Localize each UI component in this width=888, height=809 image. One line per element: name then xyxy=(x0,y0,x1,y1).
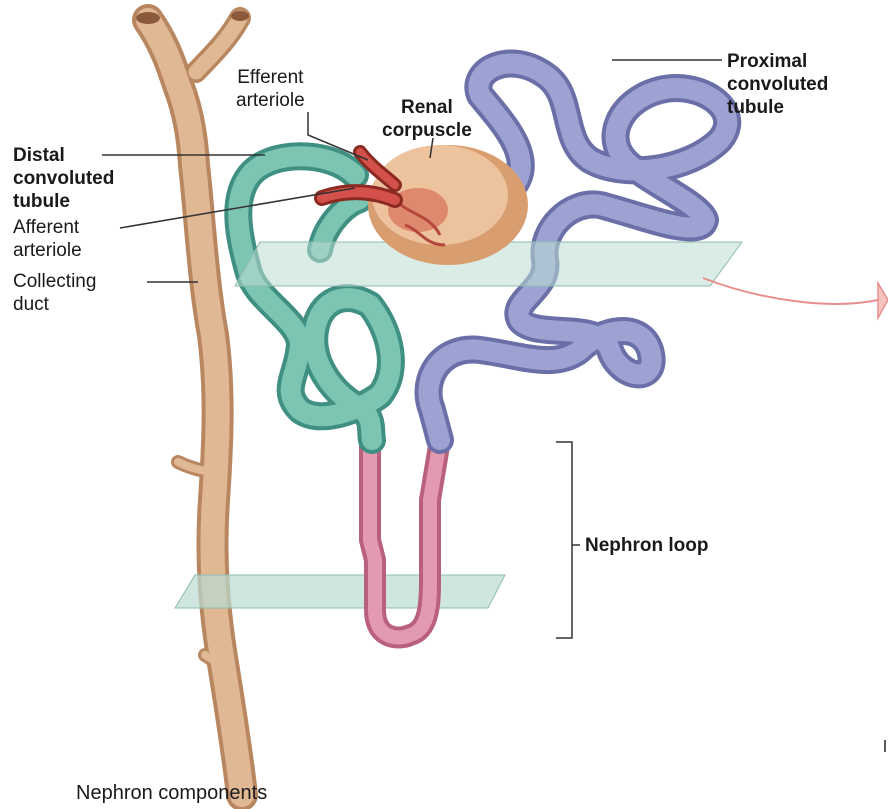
renal-corpuscle-label: Renal corpuscle xyxy=(382,96,472,142)
proximal-line-2: convoluted xyxy=(727,73,828,96)
efferent-arteriole-label: Efferent arteriole xyxy=(236,66,305,112)
section-plane-lower xyxy=(175,575,505,608)
collecting-duct xyxy=(136,11,249,795)
afferent-arteriole-label: Afferent arteriole xyxy=(13,216,82,262)
efferent-arteriole-line-2: arteriole xyxy=(236,89,305,112)
afferent-line-1: Afferent xyxy=(13,216,82,239)
distal-line-3: tubule xyxy=(13,190,114,213)
afferent-line-2: arteriole xyxy=(13,239,82,262)
distal-line-2: convoluted xyxy=(13,167,114,190)
renal-corpuscle-line-2: corpuscle xyxy=(382,119,472,142)
proximal-line-3: tubule xyxy=(727,96,828,119)
nephron-loop-text: Nephron loop xyxy=(585,534,708,557)
collecting-line-2: duct xyxy=(13,293,96,316)
nephron-loop-label: Nephron loop xyxy=(585,534,708,557)
proximal-convoluted-tubule-label: Proximal convoluted tubule xyxy=(727,50,828,119)
renal-corpuscle-line-1: Renal xyxy=(382,96,472,119)
proximal-line-1: Proximal xyxy=(727,50,828,73)
section-pointer-arrow xyxy=(703,278,878,304)
efferent-arteriole-line-1: Efferent xyxy=(236,66,305,89)
collecting-duct-label: Collecting duct xyxy=(13,270,96,316)
collecting-line-1: Collecting xyxy=(13,270,96,293)
figure-caption-text: Nephron components xyxy=(76,782,267,805)
figure-caption: Nephron components xyxy=(76,782,267,805)
distal-line-1: Distal xyxy=(13,144,114,167)
distal-convoluted-tubule-label: Distal convoluted tubule xyxy=(13,144,114,213)
